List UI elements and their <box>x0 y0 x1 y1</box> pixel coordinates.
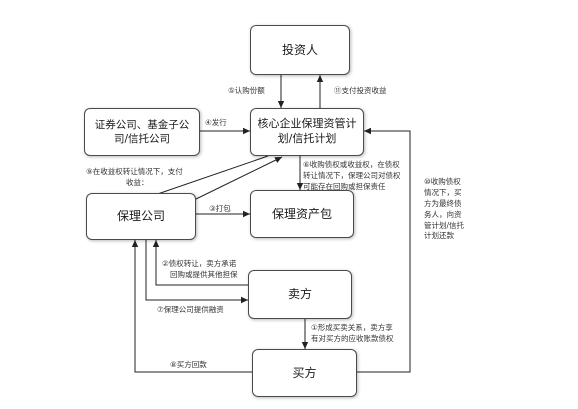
node-buyer: 买方 <box>252 349 357 397</box>
node-asset-pool: 保理资产包 <box>250 190 354 238</box>
edge-label-1: ①形成买卖关系，卖方享 有对买方的应收账款债权 <box>311 323 394 343</box>
node-spv: 核心企业保理资管计 划/信托计划 <box>250 108 364 156</box>
node-factoring: 保理公司 <box>86 193 196 240</box>
node-spv-line2: 划/信托计划 <box>277 132 337 145</box>
node-securities-line2: 司/信托公司 <box>113 133 171 145</box>
node-securities-line1: 证券公司、基金子公 <box>94 118 190 131</box>
edge-factoring-to-seller <box>145 240 248 304</box>
node-securities: 证券公司、基金子公 司/信托公司 <box>84 108 200 156</box>
edge-label-2: ②债权转让，卖方承诺 回购或提供其他担保 <box>162 259 238 279</box>
edge-label-6: ⑥收购债权或收益权，在债权 转让情况下，保理公司对债权 可能存在回购或担保责任 <box>303 160 401 191</box>
node-spv-line1: 核心企业保理资管计 <box>257 117 357 131</box>
edge-factoring-to-spv <box>195 156 283 200</box>
edge-seller-to-factoring <box>152 240 248 286</box>
edge-buyer-to-spv <box>357 127 411 373</box>
edge-label-7: ⑦保理公司提供融资 <box>157 305 224 314</box>
node-investor: 投资人 <box>250 25 350 75</box>
edge-label-10: ⑩收购债权 情况下，买 方为最终债 务人，向资 管计划/信托 计划还款 <box>424 177 465 241</box>
edge-label-8: ⑧买方回款 <box>170 360 207 369</box>
edge-label-11: ⑪支付投资收益 <box>334 86 387 95</box>
edge-label-4: ④发行 <box>205 118 227 127</box>
edge-label-9: ⑨在收益权转让情况下，支付 收益： <box>86 167 183 187</box>
edge-spv-to-factoring <box>145 155 269 199</box>
edge-buyer-to-factoring <box>131 240 252 373</box>
edge-label-5: ⑤认购份额 <box>228 86 265 95</box>
edge-label-3: ③打包 <box>209 204 231 213</box>
node-seller: 卖方 <box>248 270 352 319</box>
